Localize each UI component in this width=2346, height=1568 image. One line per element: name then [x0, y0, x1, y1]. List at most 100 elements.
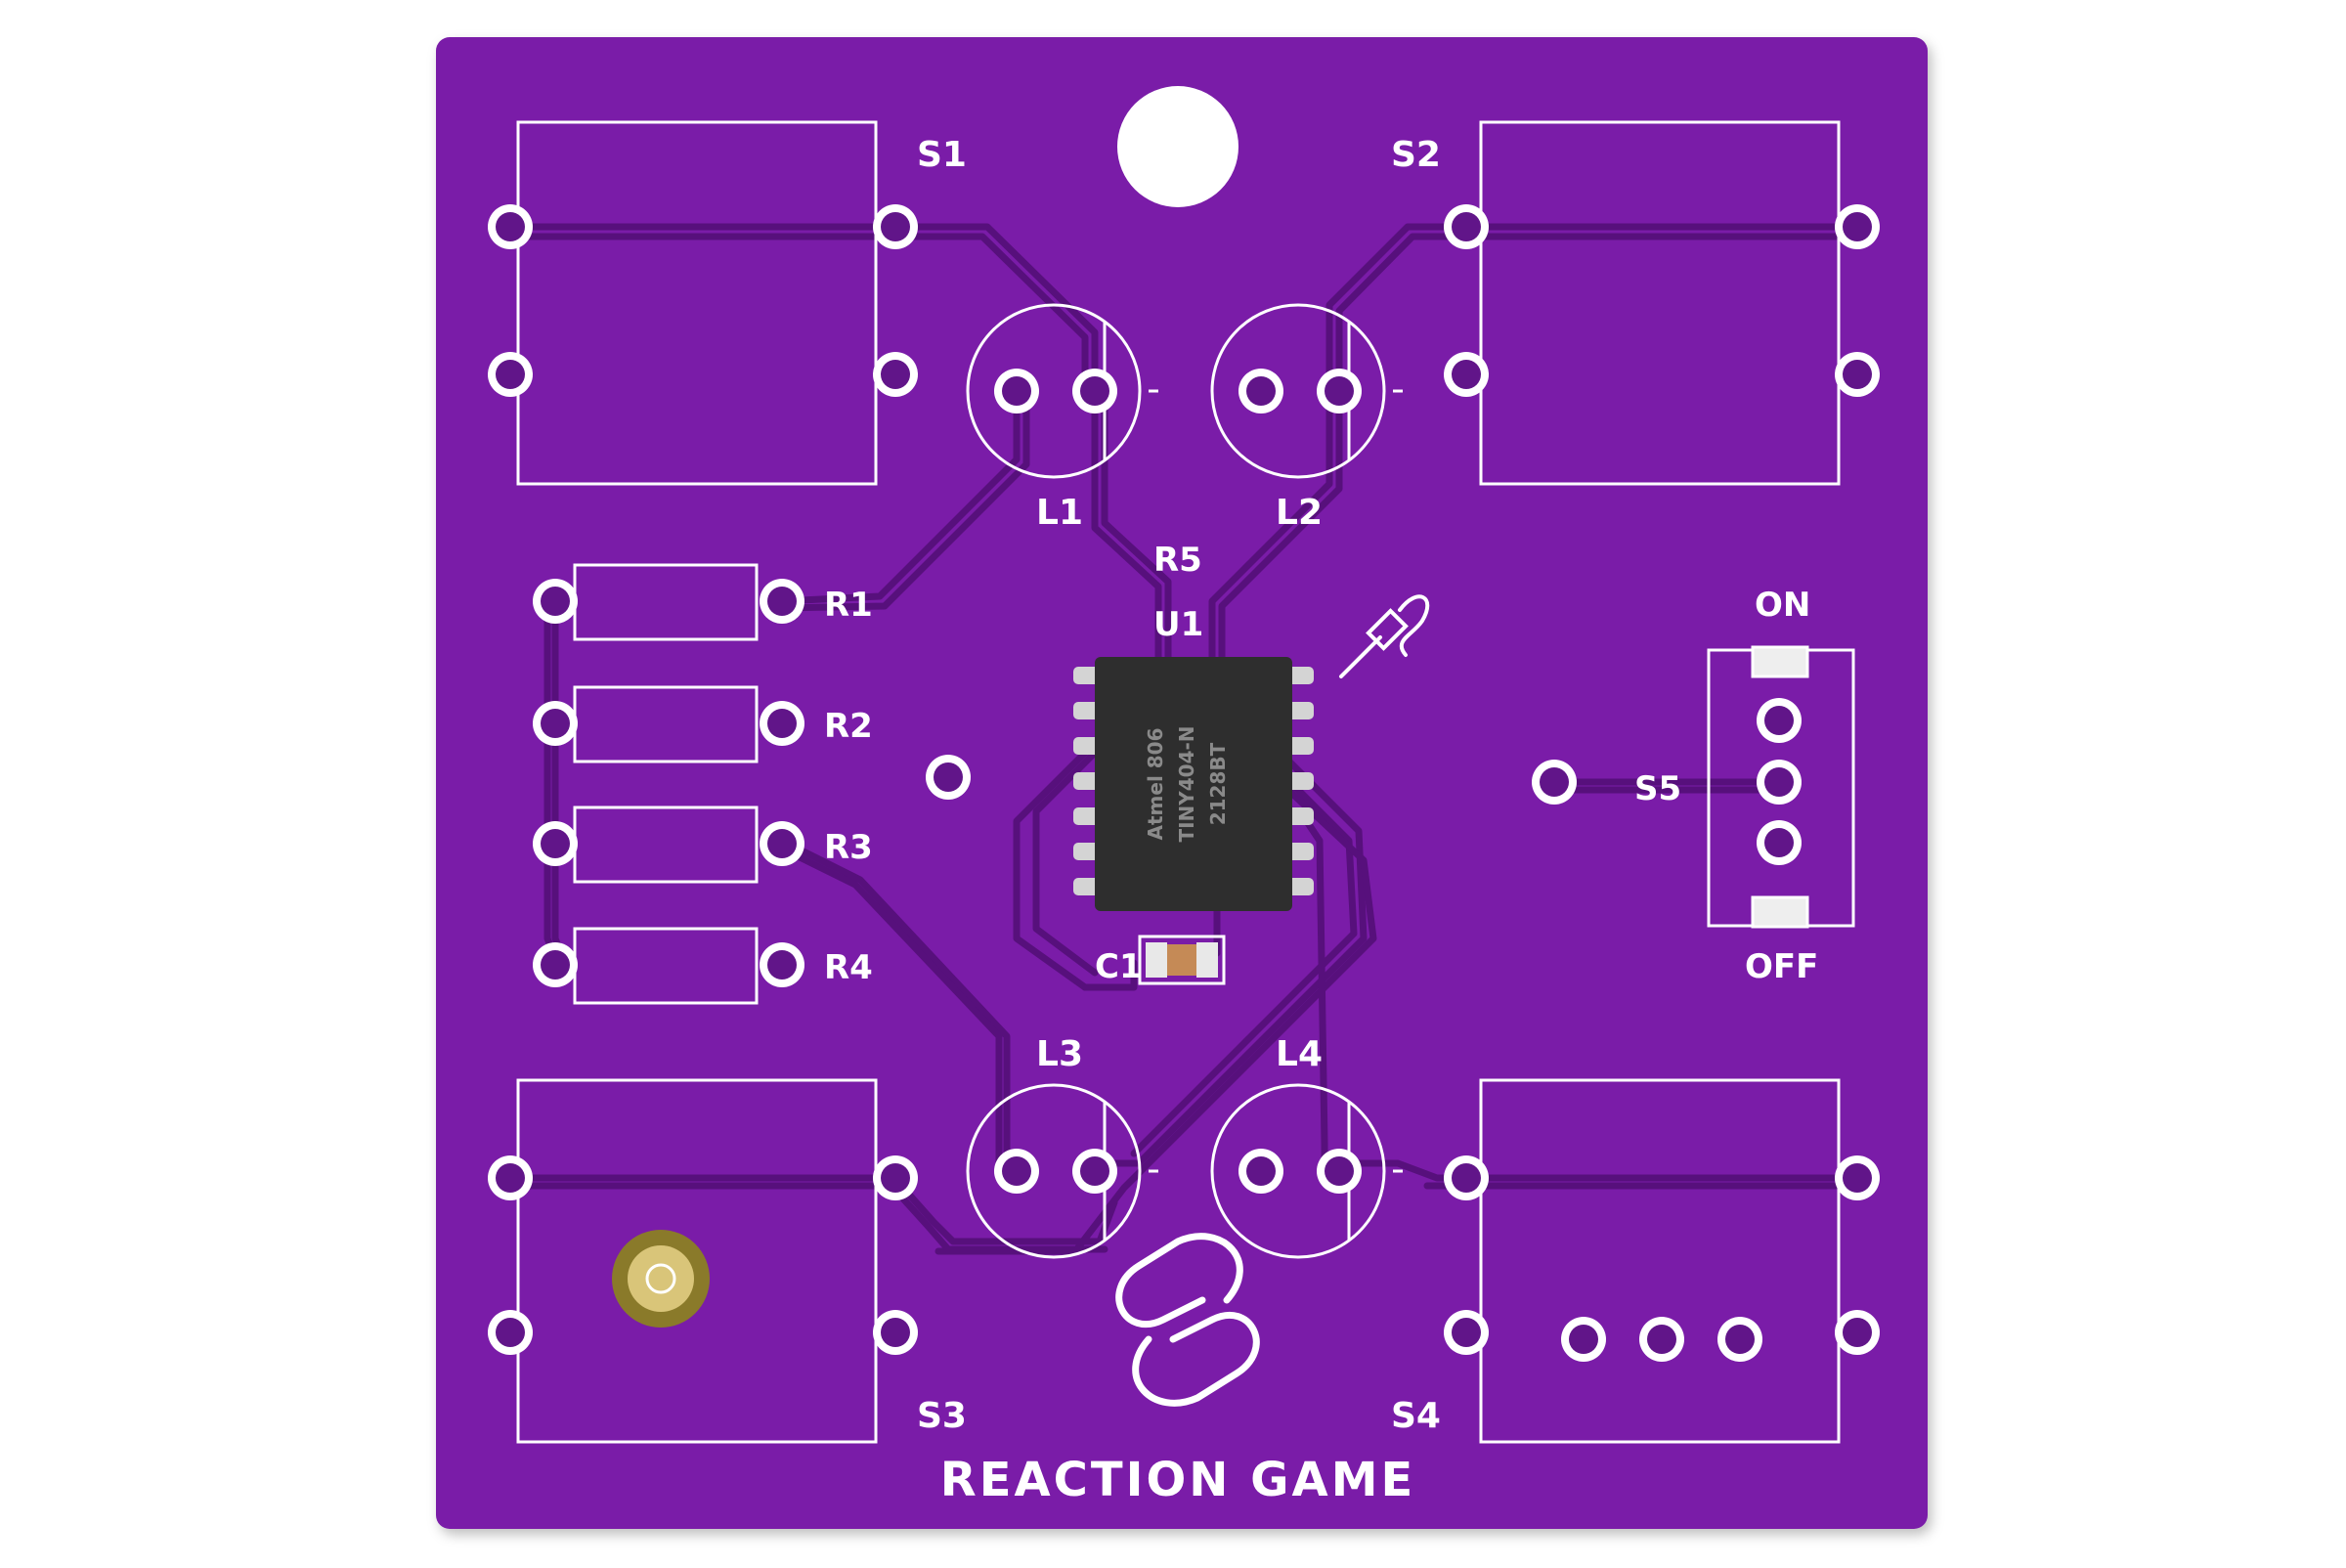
trace — [778, 387, 1030, 612]
trace — [1335, 233, 1861, 395]
trace — [1325, 223, 1861, 395]
label-l1: L1 — [1036, 493, 1083, 533]
led-outline-l1 — [966, 303, 1142, 479]
label-l4: L4 — [1276, 1034, 1323, 1074]
capacitor-pad — [1196, 942, 1218, 978]
drill-hole — [1569, 1325, 1598, 1354]
trace — [1325, 1159, 1861, 1182]
label-s4: S4 — [1391, 1396, 1441, 1436]
drill-hole — [1002, 1156, 1031, 1186]
trace — [1130, 768, 1358, 1157]
chip-marking: Atmel 806 TINY404-N 2128BT — [1144, 725, 1230, 842]
trace — [506, 1182, 1108, 1253]
switch-outline-s3 — [516, 1078, 878, 1444]
iron-handle — [1366, 608, 1409, 651]
chip-marking-line-2: TINY404-N — [1175, 725, 1198, 842]
drill-hole — [496, 212, 525, 241]
label-r4: R4 — [824, 948, 873, 987]
iron-shaft — [1339, 635, 1382, 678]
drill-hole — [1843, 360, 1872, 389]
drill-hole — [1725, 1325, 1755, 1354]
drill-hole — [1246, 376, 1276, 406]
drill-hole — [541, 829, 570, 858]
drill-hole — [1647, 1325, 1676, 1354]
through-hole-pads — [488, 204, 1880, 1362]
drill-hole — [1540, 767, 1569, 797]
drill-hole — [767, 587, 797, 616]
soldering-iron-icon — [1339, 594, 1430, 678]
gold-pad-inner — [645, 1263, 676, 1294]
label-c1: C1 — [1095, 947, 1143, 986]
label-s3: S3 — [917, 1396, 967, 1436]
power-switch-on-pad — [1751, 645, 1809, 678]
chip-marking-line-3: 2128BT — [1206, 742, 1230, 825]
capacitor-outline — [1138, 935, 1226, 985]
capacitor-c1 — [1138, 935, 1226, 985]
drill-hole — [1452, 212, 1481, 241]
trace — [1208, 397, 1333, 664]
label-r5: R5 — [1153, 541, 1202, 580]
iron-cable — [1398, 594, 1430, 657]
led-outline-l4 — [1210, 1083, 1386, 1259]
label-r3: R3 — [824, 828, 873, 867]
drill-hole — [541, 587, 570, 616]
chip-body — [1095, 657, 1292, 911]
label-s1: S1 — [917, 135, 967, 175]
label-l2: L2 — [1276, 493, 1323, 533]
chip-u1: Atmel 806 TINY404-N 2128BT — [1073, 657, 1314, 911]
capacitor-body — [1167, 944, 1196, 976]
drill-hole — [767, 709, 797, 738]
drill-hole — [1764, 828, 1794, 857]
board-logo-icon — [1115, 1233, 1260, 1407]
mounting-hole-icon — [1117, 86, 1238, 207]
label-off: OFF — [1745, 947, 1818, 986]
switch-outline-s2 — [1479, 120, 1841, 486]
trace — [1091, 397, 1162, 664]
label-s2: S2 — [1391, 135, 1441, 175]
trace — [1218, 397, 1343, 664]
drill-hole — [1325, 376, 1354, 406]
led-outline-l2 — [1210, 303, 1386, 479]
drill-hole — [1843, 1163, 1872, 1193]
drill-hole — [496, 360, 525, 389]
drill-hole — [1764, 706, 1794, 735]
drill-hole — [496, 1163, 525, 1193]
led-outline-l3 — [966, 1083, 1142, 1259]
label-s5: S5 — [1634, 769, 1681, 808]
drill-hole — [881, 1163, 910, 1193]
label-on: ON — [1755, 586, 1810, 625]
switch-outline-s1 — [516, 120, 878, 486]
chip-marking-line-1: Atmel 806 — [1144, 727, 1167, 840]
trace — [1013, 749, 1089, 991]
drill-hole — [1452, 1163, 1481, 1193]
drill-hole — [1325, 1156, 1354, 1186]
gold-pad-icon — [612, 1230, 710, 1328]
capacitor-pad — [1146, 942, 1167, 978]
drill-hole — [1080, 1156, 1109, 1186]
label-r2: R2 — [824, 707, 873, 746]
drill-hole — [767, 829, 797, 858]
power-switch-off-pad — [1751, 895, 1809, 929]
board-title: REACTION GAME — [940, 1453, 1416, 1507]
trace — [506, 233, 1089, 395]
trace — [506, 1174, 1118, 1245]
trace — [778, 387, 1021, 605]
trace — [506, 223, 1099, 395]
label-l3: L3 — [1036, 1034, 1083, 1074]
drill-hole — [541, 950, 570, 980]
drill-hole — [1843, 212, 1872, 241]
drill-hole — [1452, 1318, 1481, 1347]
drill-hole — [1246, 1156, 1276, 1186]
drill-hole — [934, 762, 963, 792]
trace — [778, 845, 1003, 1167]
label-u1: U1 — [1153, 605, 1203, 644]
trace — [1296, 807, 1328, 1167]
drill-hole — [1452, 360, 1481, 389]
drill-hole — [1002, 376, 1031, 406]
silkscreen-labels: S1 S2 S3 S4 L1 L2 L3 L4 R1 R2 R3 R4 R5 U… — [824, 135, 1818, 1507]
drill-hole — [1764, 767, 1794, 797]
drill-hole — [767, 950, 797, 980]
label-r1: R1 — [824, 586, 873, 625]
